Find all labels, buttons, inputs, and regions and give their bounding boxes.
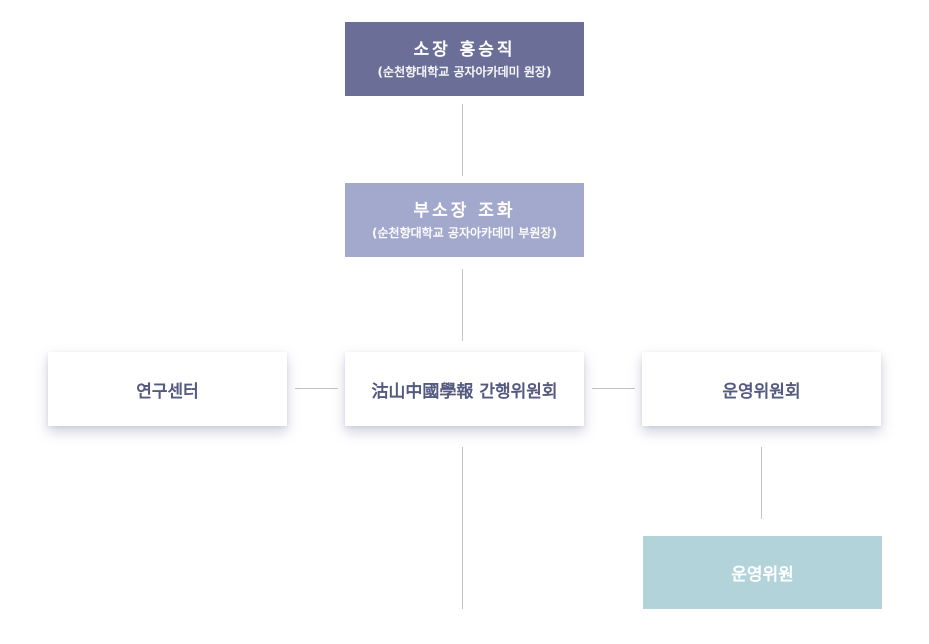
operations-committee-label: 운영위원회 bbox=[722, 381, 801, 402]
operations-member-label: 운영위원 bbox=[731, 565, 794, 585]
director-name: 소장 홍승직 bbox=[413, 39, 516, 60]
connector-director-vice bbox=[462, 104, 463, 176]
publication-committee-label: 沽山中國學報 간행위원회 bbox=[371, 381, 558, 402]
publication-committee-box: 沽山中國學報 간행위원회 bbox=[345, 352, 584, 426]
connector-committee-down bbox=[462, 447, 463, 609]
vice-director-box: 부소장 조화 (순천향대학교 공자아카데미 부원장) bbox=[345, 183, 584, 257]
research-center-box: 연구센터 bbox=[48, 352, 287, 426]
vice-director-affiliation: (순천향대학교 공자아카데미 부원장) bbox=[372, 225, 557, 240]
research-center-label: 연구센터 bbox=[136, 381, 199, 402]
connector-research-committee bbox=[295, 388, 338, 389]
connector-vice-committee bbox=[462, 269, 463, 341]
vice-director-name: 부소장 조화 bbox=[413, 200, 516, 221]
connector-operations-member bbox=[761, 447, 762, 519]
director-box: 소장 홍승직 (순천향대학교 공자아카데미 원장) bbox=[345, 22, 584, 96]
operations-member-box: 운영위원 bbox=[643, 536, 882, 609]
operations-committee-box: 운영위원회 bbox=[642, 352, 881, 426]
connector-committee-operations bbox=[592, 388, 635, 389]
director-affiliation: (순천향대학교 공자아카데미 원장) bbox=[377, 64, 552, 79]
